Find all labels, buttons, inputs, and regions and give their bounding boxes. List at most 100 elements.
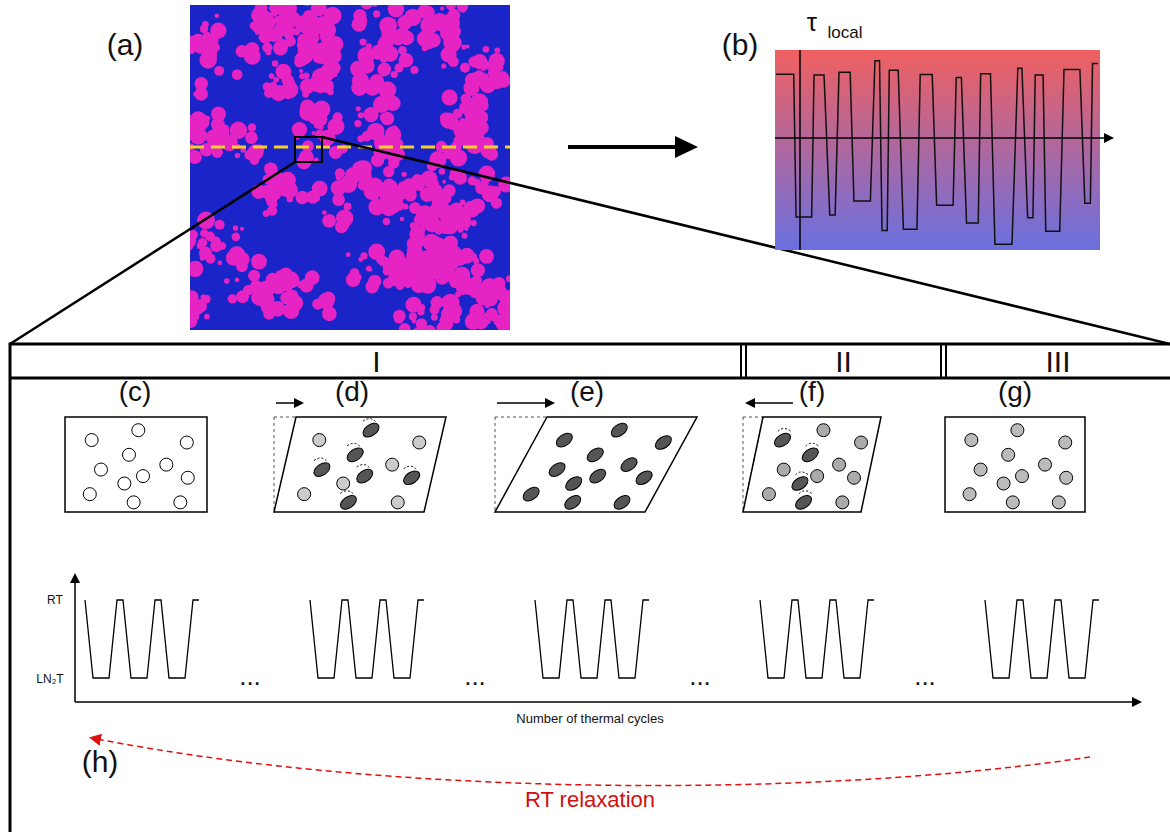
domain-blob	[322, 210, 327, 215]
rotation-mark	[363, 419, 377, 424]
domain-blob	[197, 119, 204, 126]
inclusion	[1006, 496, 1019, 509]
inclusion	[136, 470, 149, 483]
domain-blob	[322, 214, 336, 228]
domain-blob	[309, 192, 314, 197]
domain-blob	[443, 276, 447, 280]
inclusion	[94, 463, 107, 476]
rotation-mark	[357, 465, 371, 470]
domain-blob	[270, 277, 281, 288]
inclusion	[311, 460, 332, 479]
domain-blob	[291, 28, 297, 34]
domain-blob	[322, 306, 337, 321]
panel-box	[274, 417, 446, 512]
axis-subscript: local	[828, 24, 863, 41]
domain-blob	[402, 172, 407, 177]
domain-blob	[366, 177, 384, 195]
domain-blob	[380, 55, 388, 63]
domain-blob	[335, 168, 345, 178]
domain-blob	[346, 252, 351, 257]
domain-blob	[245, 43, 258, 56]
domain-blob	[232, 69, 243, 80]
domain-blob	[228, 294, 237, 303]
domain-blob	[390, 125, 398, 133]
domain-blob	[456, 283, 463, 290]
domain-blob	[383, 278, 394, 289]
domain-blob	[344, 203, 352, 211]
domain-blob	[388, 137, 392, 141]
phase-band: I	[12, 346, 741, 377]
inclusion	[180, 436, 193, 449]
inclusion	[997, 477, 1010, 490]
band-divider	[745, 344, 747, 378]
domain-blob	[394, 314, 404, 324]
domain-blob	[434, 181, 439, 186]
domain-blob	[460, 118, 466, 124]
domain-blob	[381, 112, 395, 126]
domain-blob	[437, 204, 442, 209]
domain-blob	[233, 225, 239, 231]
domain-blob	[450, 149, 467, 166]
domain-blob	[446, 5, 456, 10]
domain-blob	[418, 304, 425, 311]
inclusion	[772, 430, 793, 449]
domain-blob	[190, 314, 197, 328]
domain-blob	[377, 63, 391, 77]
domain-blob	[373, 10, 380, 17]
domain-blob	[441, 297, 450, 306]
domain-blob	[409, 312, 417, 320]
domain-blob	[391, 204, 400, 213]
domain-blob	[457, 5, 469, 12]
rotation-mark	[794, 472, 808, 477]
domain-blob	[302, 27, 308, 33]
domain-blob	[190, 261, 203, 277]
inclusion	[963, 488, 976, 501]
domain-blob	[431, 314, 438, 321]
domain-blob	[264, 88, 274, 98]
band-divider	[940, 344, 942, 378]
domain-blob	[409, 202, 421, 214]
domain-blob	[388, 181, 397, 190]
domain-blob	[400, 217, 405, 222]
domain-blob	[315, 77, 327, 89]
domain-blob	[442, 89, 458, 105]
domain-blob	[380, 192, 388, 200]
domain-blob	[312, 131, 316, 135]
domain-blob	[429, 203, 444, 218]
domain-blob	[200, 143, 213, 156]
domain-blob	[371, 154, 384, 167]
domain-blob	[263, 210, 270, 217]
domain-blob	[314, 195, 320, 201]
domain-blob	[292, 122, 307, 137]
domain-blob	[383, 45, 391, 53]
domain-blob	[359, 39, 366, 46]
domain-blob	[355, 160, 367, 172]
domain-blob	[265, 183, 283, 201]
inclusion	[85, 434, 98, 447]
ellipsis: ...	[239, 663, 261, 689]
domain-blob	[419, 276, 436, 293]
inclusion	[1059, 436, 1072, 449]
domain-blob	[410, 222, 417, 229]
domain-blob	[482, 185, 499, 202]
rotation-mark	[804, 443, 818, 448]
inclusion	[848, 471, 861, 484]
line-cut	[190, 146, 510, 149]
domain-blob	[352, 72, 369, 89]
domain-blob	[302, 5, 313, 6]
domain-blob	[454, 267, 470, 283]
domain-blob	[271, 10, 277, 16]
domain-blob	[401, 5, 419, 6]
domain-blob	[488, 67, 500, 79]
domain-blob	[419, 40, 424, 45]
domain-texture	[190, 5, 510, 330]
domain-blob	[460, 7, 466, 13]
domain-blob	[248, 123, 257, 132]
domain-blob	[336, 210, 353, 227]
domain-blob	[403, 204, 409, 210]
axis-symbol: τ	[807, 9, 817, 35]
domain-blob	[314, 42, 332, 60]
zoom-line	[10, 162, 295, 344]
domain-blob	[236, 261, 248, 273]
domain-blob	[455, 291, 461, 297]
